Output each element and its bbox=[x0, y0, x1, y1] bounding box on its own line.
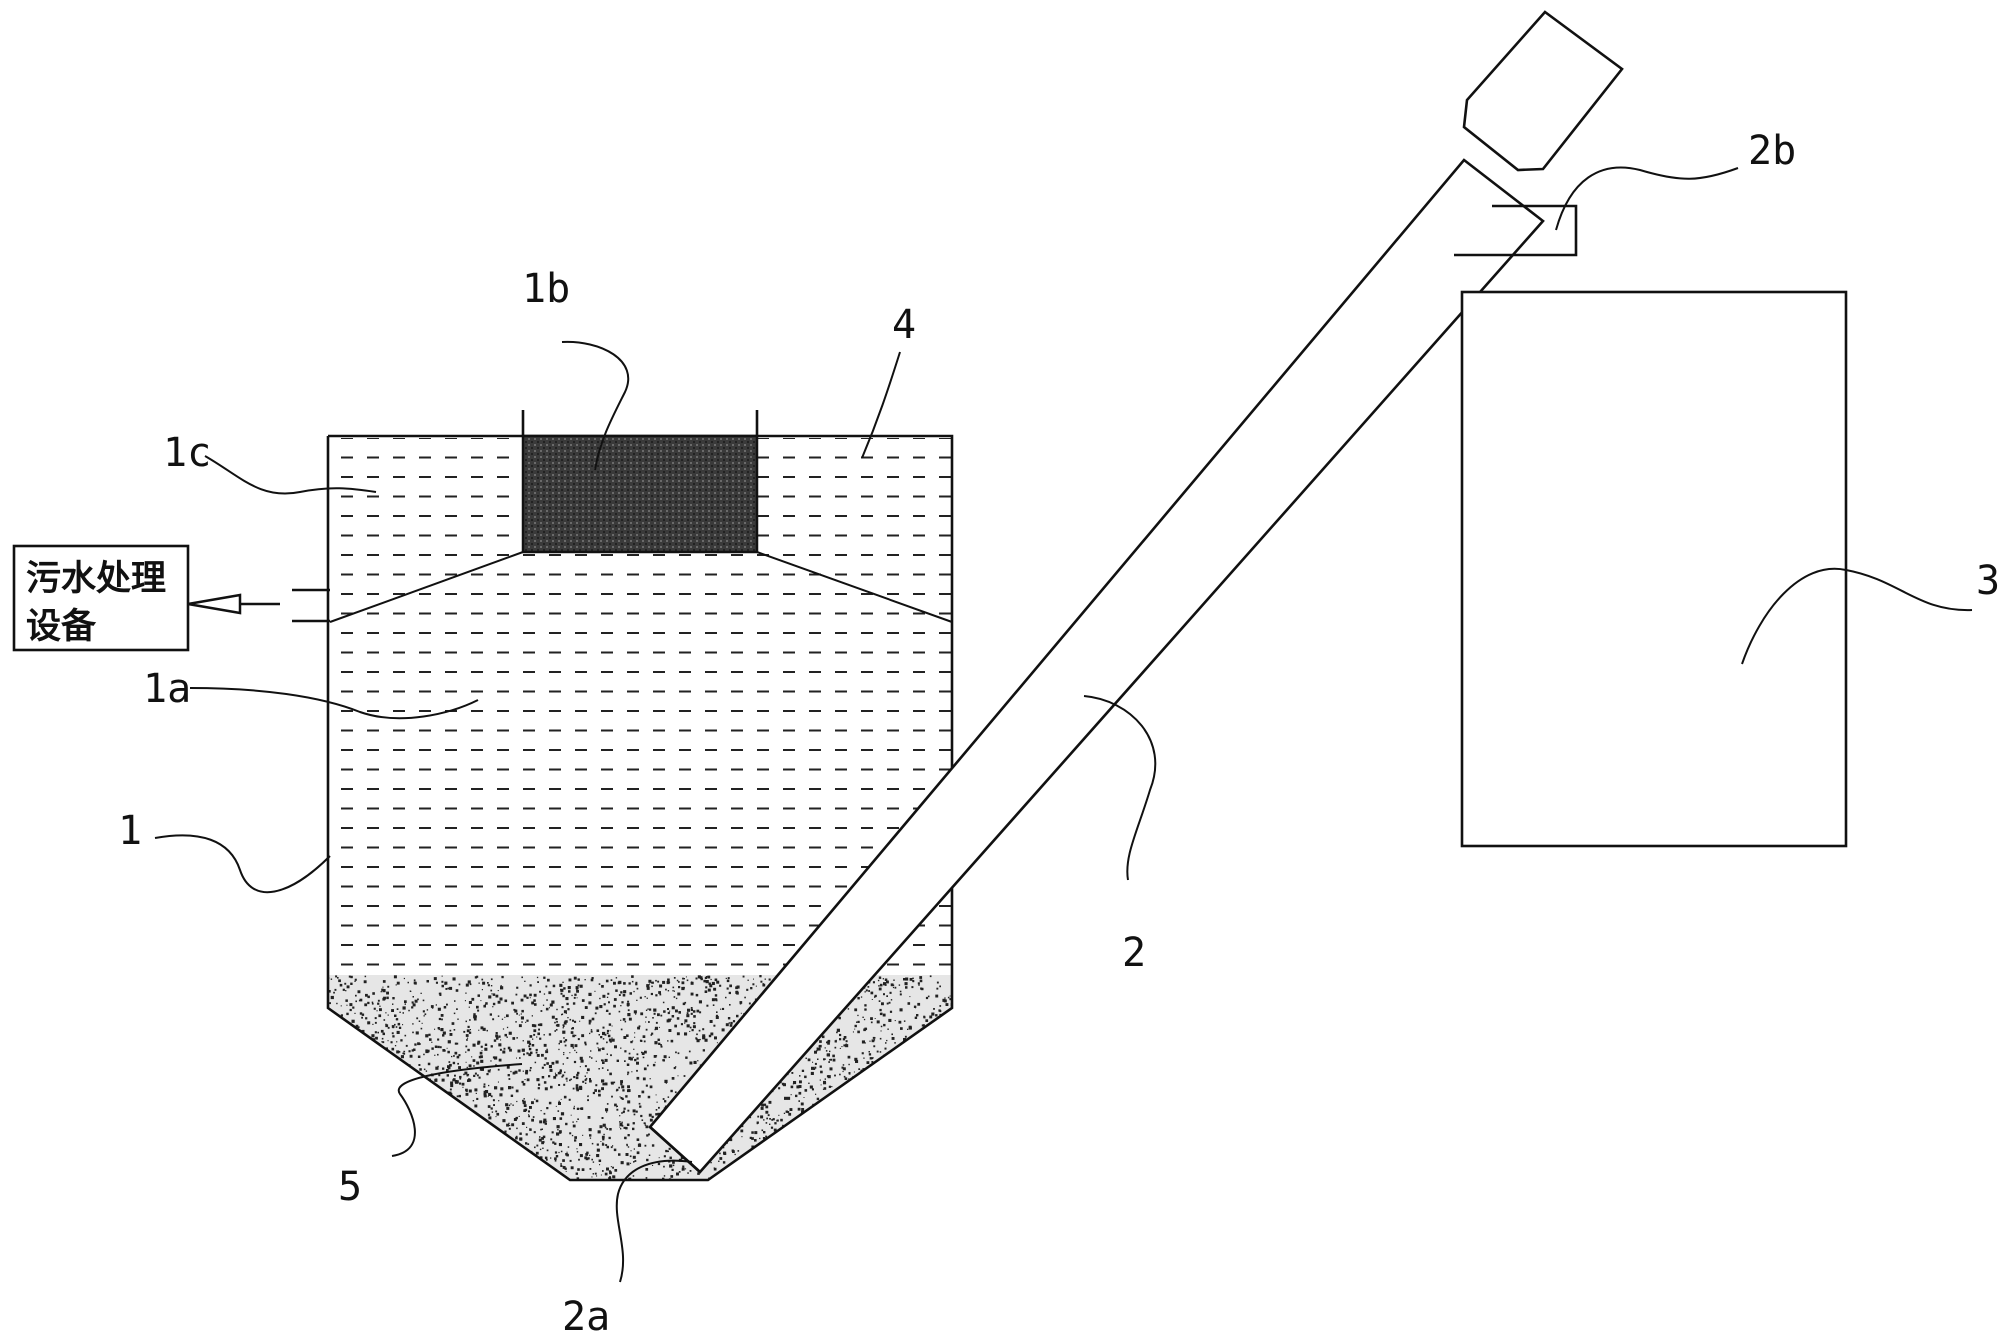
label-2b: 2b bbox=[1748, 128, 1796, 174]
sediment-region bbox=[328, 975, 952, 1180]
leader-2a bbox=[615, 1159, 693, 1283]
leader-4 bbox=[861, 351, 901, 459]
collector-box bbox=[1460, 290, 1848, 848]
label-5: 5 bbox=[338, 1164, 362, 1210]
label-1a: 1a bbox=[143, 666, 191, 712]
sewage-treatment-line2: 设备 bbox=[26, 607, 97, 647]
tank-outline bbox=[326, 434, 954, 1182]
conveyor-outlet-chute bbox=[1454, 204, 1578, 257]
leader-1c bbox=[204, 455, 377, 495]
leader-3 bbox=[1741, 567, 1973, 665]
label-2a: 2a bbox=[562, 1294, 610, 1336]
label-3: 3 bbox=[1976, 558, 2000, 604]
leader-1 bbox=[154, 834, 331, 894]
outlet-arrow-head bbox=[187, 593, 242, 615]
filter-block bbox=[521, 434, 759, 554]
label-2: 2 bbox=[1122, 930, 1146, 976]
leader-1a bbox=[189, 687, 479, 720]
sewage-treatment-box bbox=[12, 544, 190, 652]
inner-divider-right bbox=[756, 551, 953, 623]
sewage-treatment-line1: 污水处理 bbox=[26, 559, 166, 599]
leader-2b bbox=[1555, 166, 1739, 231]
leader-1b bbox=[561, 340, 630, 471]
leader-2 bbox=[1083, 695, 1157, 881]
leader-5 bbox=[391, 1063, 523, 1157]
inner-divider-left bbox=[329, 551, 524, 623]
conveyor-inlet-cap bbox=[649, 1126, 701, 1173]
conveyor-head bbox=[1462, 10, 1624, 172]
label-1b: 1b bbox=[522, 266, 570, 312]
label-4: 4 bbox=[892, 302, 916, 348]
label-1c: 1c bbox=[163, 430, 211, 476]
label-1: 1 bbox=[118, 808, 142, 854]
